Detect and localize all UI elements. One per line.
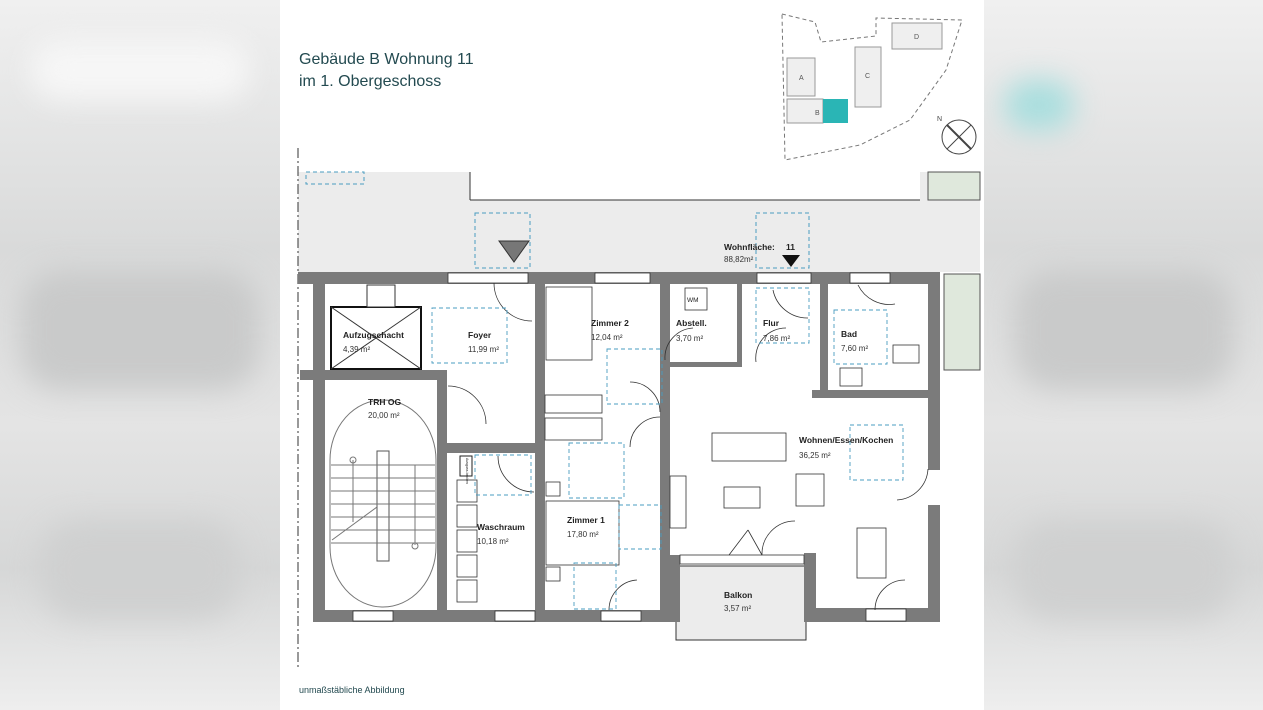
room-name-bad: Bad [841,329,857,339]
site-plan-minimap: A B C D N [781,13,977,161]
room-labels: Aufzugschacht 4,39 m² Foyer 11,99 m² TRH… [343,318,893,613]
title-line-1: Gebäude B Wohnung 11 [299,51,474,68]
room-name-waschraum: Waschraum [477,522,525,532]
building-d [891,22,943,50]
room-area-zimmer-1: 17,80 m² [567,530,599,539]
living-area-label: Wohnfläche: [724,242,775,252]
blurred-background-right [984,0,1263,710]
svg-text:B: B [815,110,820,117]
building-a [786,57,816,97]
title-line-2: im 1. Obergeschoss [299,73,442,90]
furnishing-zones [431,287,904,610]
unit-number: 11 [786,242,795,252]
svg-text:C: C [865,73,870,80]
room-area-trh-og: 20,00 m² [368,411,400,420]
room-name-zimmer-2: Zimmer 2 [591,318,629,328]
building-b-unit-highlight [823,99,848,123]
room-name-flur: Flur [763,318,780,328]
room-name-trh-og: TRH OG [368,397,401,407]
room-name-balkon: Balkon [724,590,752,600]
room-area-abstell: 3,70 m² [676,334,703,343]
blurred-background-left [0,0,280,710]
svg-text:Ausguss-becken: Ausguss-becken [465,458,469,484]
north-arrow-icon: N [937,116,977,155]
room-name-zimmer-1: Zimmer 1 [567,515,605,525]
room-name-abstell: Abstell. [676,318,707,328]
room-name-aufzugschacht: Aufzugschacht [343,330,404,340]
utility-sink: Ausguss-becken [459,455,473,484]
room-area-wohnen: 36,25 m² [799,451,831,460]
apartment-entrance-icon [782,255,800,267]
staircase [329,399,437,608]
svg-text:D: D [914,34,919,41]
room-area-flur: 7,86 m² [763,334,790,343]
svg-text:A: A [799,75,804,82]
svg-text:N: N [937,116,942,123]
washing-machine-label: WM [687,297,699,304]
room-name-wohnen: Wohnen/Essen/Kochen [799,435,893,445]
building-b [786,98,824,124]
living-area-value: 88,82m² [724,255,754,264]
room-name-foyer: Foyer [468,330,492,340]
elevator-shaft [330,284,422,370]
site-boundary [781,13,963,161]
entrance-triangle-icon [498,240,530,263]
page-title: Gebäude B Wohnung 11 im 1. Obergeschoss [299,49,474,93]
room-area-balkon: 3,57 m² [724,604,751,613]
room-area-foyer: 11,99 m² [468,345,499,354]
room-area-bad: 7,60 m² [841,344,868,353]
building-c [854,46,882,108]
room-area-zimmer-2: 12,04 m² [591,333,623,342]
room-area-waschraum: 10,18 m² [477,537,509,546]
room-area-aufzugschacht: 4,39 m² [343,345,370,354]
scale-disclaimer: unmaßstäbliche Abbildung [299,685,405,695]
balcony [675,565,807,641]
